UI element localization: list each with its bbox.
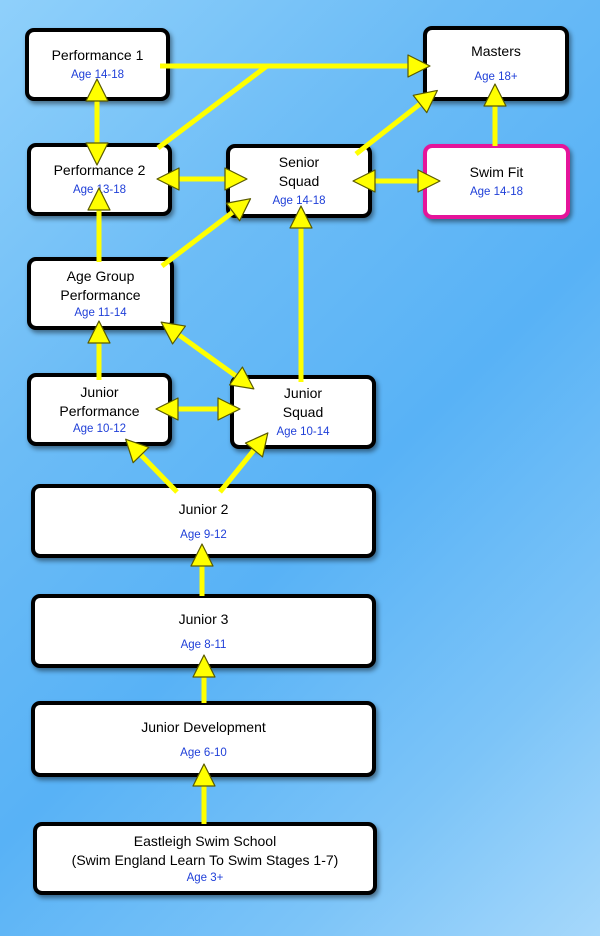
node-junior-development-age: Age 6-10 [180, 746, 227, 759]
node-eastleigh-swim-school-age: Age 3+ [186, 871, 224, 884]
node-eastleigh-swim-school: Eastleigh Swim School (Swim England Lear… [33, 822, 377, 895]
node-junior-performance-name: Junior Performance [59, 383, 140, 419]
arrow-age-group-junior-squad [160, 321, 255, 390]
node-junior-3: Junior 3 Age 8-11 [31, 594, 376, 668]
node-junior-development-name: Junior Development [141, 718, 266, 735]
node-age-group-performance-name: Age Group Performance [60, 267, 141, 303]
node-junior-squad-name: Junior Squad [282, 385, 324, 420]
node-age-group-performance: Age Group Performance Age 11-14 [27, 257, 174, 330]
node-swim-fit-name: Swim Fit [469, 164, 524, 180]
node-junior-2: Junior 2 Age 9-12 [31, 484, 376, 558]
node-performance-2-age: Age 13-18 [72, 184, 127, 196]
node-junior-3-age: Age 8-11 [180, 638, 227, 651]
node-junior-2-age: Age 9-12 [180, 528, 227, 541]
node-swim-fit-age: Age 14-18 [469, 186, 524, 198]
node-senior-squad-name: Senior Squad [278, 154, 320, 189]
node-performance-2-name: Performance 2 [53, 162, 146, 178]
node-masters-age: Age 18+ [474, 71, 518, 83]
node-masters: Masters Age 18+ [423, 26, 569, 101]
node-junior-3-name: Junior 3 [178, 610, 229, 627]
node-eastleigh-swim-school-name: Eastleigh Swim School (Swim England Lear… [71, 832, 339, 868]
node-masters-name: Masters [471, 43, 521, 59]
node-performance-1: Performance 1 Age 14-18 [25, 28, 170, 101]
node-swim-fit: Swim Fit Age 14-18 [423, 144, 570, 219]
node-junior-squad: Junior Squad Age 10-14 [230, 375, 376, 449]
node-performance-2: Performance 2 Age 13-18 [27, 143, 172, 216]
node-senior-squad-age: Age 14-18 [272, 195, 326, 207]
node-age-group-performance-age: Age 11-14 [74, 306, 127, 319]
node-junior-squad-age: Age 10-14 [276, 426, 330, 438]
arrow-age-group-to-senior-squad [160, 198, 252, 268]
node-performance-1-name: Performance 1 [51, 47, 144, 63]
node-junior-development: Junior Development Age 6-10 [31, 701, 376, 777]
arrow-performance-2-to-masters-branch [156, 64, 269, 150]
node-senior-squad: Senior Squad Age 14-18 [226, 144, 372, 218]
node-junior-performance-age: Age 10-12 [72, 422, 127, 435]
node-junior-2-name: Junior 2 [178, 500, 229, 517]
node-performance-1-age: Age 14-18 [70, 69, 125, 81]
node-junior-performance: Junior Performance Age 10-12 [27, 373, 172, 446]
